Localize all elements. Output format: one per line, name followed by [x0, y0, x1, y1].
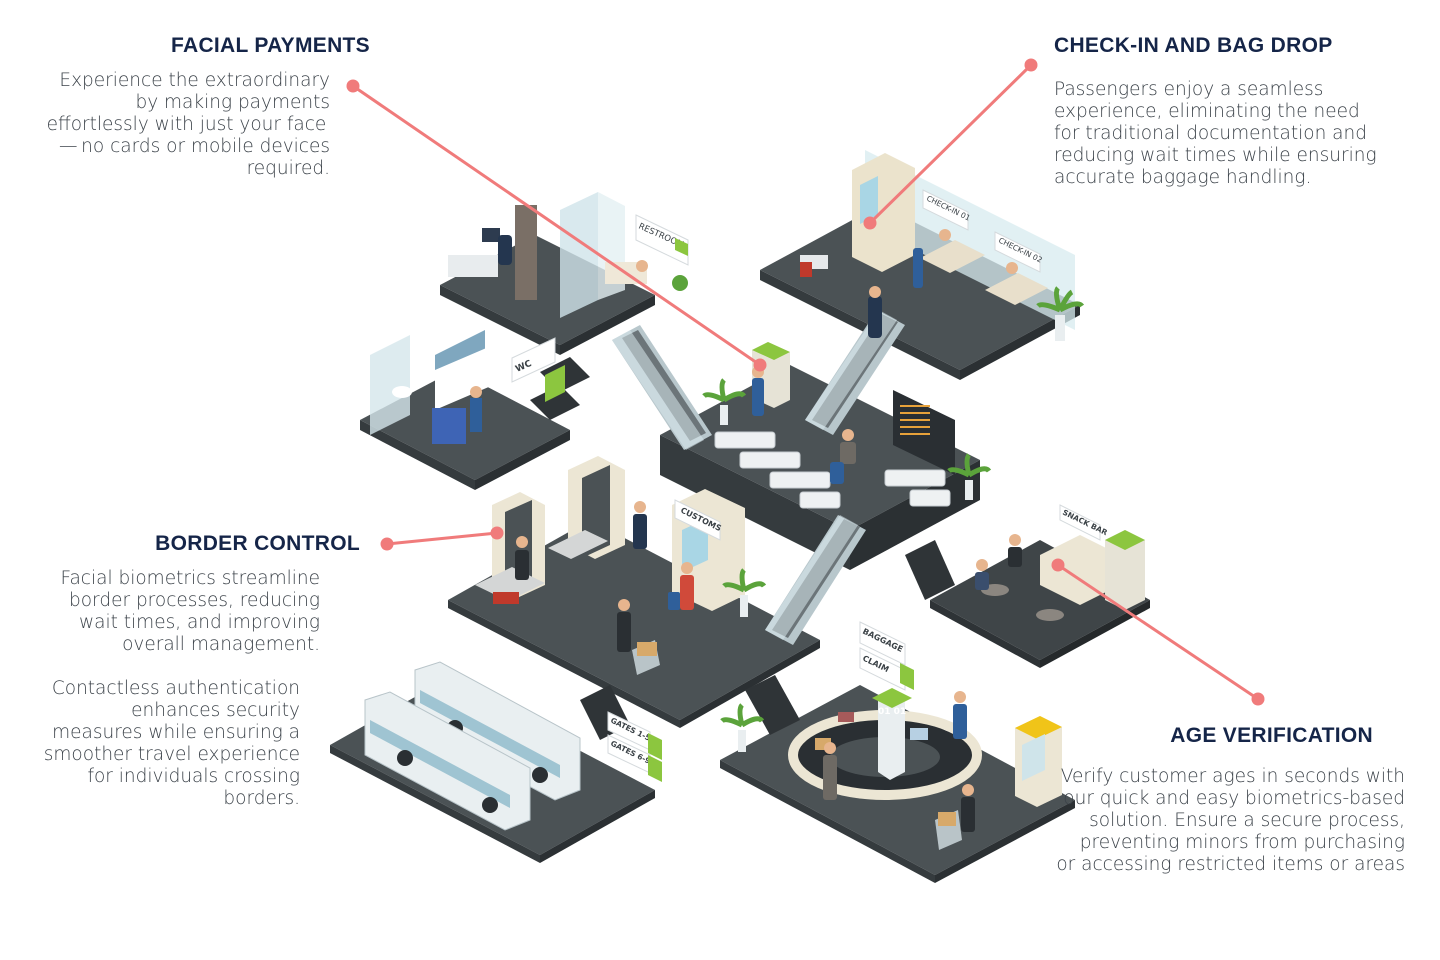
- wc-details: WC: [370, 330, 565, 444]
- border-control-paragraph-2: Contactless authentication enhances secu…: [43, 678, 300, 809]
- callout-line-border-control: [386, 531, 498, 546]
- border-control-callout: BORDER CONTROL Facial biometrics streaml…: [40, 532, 360, 810]
- border-control-details: CUSTOMS: [475, 456, 767, 675]
- border-control-paragraph-1: Facial biometrics streamline border proc…: [60, 568, 320, 655]
- bus-details: GATES 1-5 GATES 6-9: [364, 661, 662, 831]
- palm-plant: [947, 453, 992, 500]
- callout-dot-facial-payments-start: [346, 79, 360, 93]
- callout-dot-border-control-end: [490, 526, 504, 540]
- border-control-description: Facial biometrics streamline border proc…: [40, 568, 320, 810]
- check-in-description: Passengers enjoy a seamless experience, …: [1054, 79, 1377, 188]
- callout-dot-check-in-start: [1024, 58, 1038, 72]
- checkin-details: CHECK-IN 01 CHECK-IN 02: [800, 150, 1085, 341]
- callout-dot-facial-payments-end: [753, 358, 767, 372]
- callout-lines: [346, 58, 1265, 706]
- bus: [414, 661, 581, 801]
- palm-plant: [720, 703, 765, 752]
- seating-rows: [714, 431, 951, 509]
- check-in-title: CHECK-IN AND BAG DROP: [1054, 34, 1333, 57]
- escalator-lower: [765, 515, 866, 645]
- palm-plant: [1036, 286, 1085, 341]
- age-verification-title: AGE VERIFICATION: [1170, 724, 1373, 747]
- bus: [364, 691, 531, 831]
- escalator-left: [612, 325, 712, 450]
- escalators: [612, 310, 905, 645]
- check-in-callout: CHECK-IN AND BAG DROP Passengers enjoy a…: [1054, 34, 1394, 189]
- callout-dot-age-verification-end: [1251, 692, 1265, 706]
- taxi-stand: [1015, 716, 1062, 807]
- age-verification-callout: AGE VERIFICATION Verify customer ages in…: [1055, 724, 1405, 876]
- facial-payments-title: FACIAL PAYMENTS: [171, 34, 370, 57]
- callout-dot-age-verification-start: [1051, 558, 1065, 572]
- callout-dot-border-control-start: [380, 537, 394, 551]
- facial-payments-description: Experience the extraordinary by making p…: [46, 70, 330, 179]
- callout-line-age-verification: [1057, 563, 1259, 701]
- waiting-hall-details: [702, 342, 992, 509]
- carousel-number-label: 01 01: [878, 707, 906, 717]
- callout-line-check-in: [868, 63, 1033, 225]
- age-verification-description: Verify customer ages in seconds with our…: [1056, 766, 1405, 875]
- palm-plant: [722, 568, 767, 617]
- callout-dot-check-in-end: [863, 216, 877, 230]
- escalator-right: [805, 310, 905, 435]
- platform-waiting-hall: [660, 365, 980, 570]
- callout-line-facial-payments: [352, 84, 761, 367]
- palm-plant: [702, 378, 747, 425]
- facial-payments-callout: FACIAL PAYMENTS Experience the extraordi…: [40, 34, 370, 180]
- border-control-title: BORDER CONTROL: [155, 532, 360, 555]
